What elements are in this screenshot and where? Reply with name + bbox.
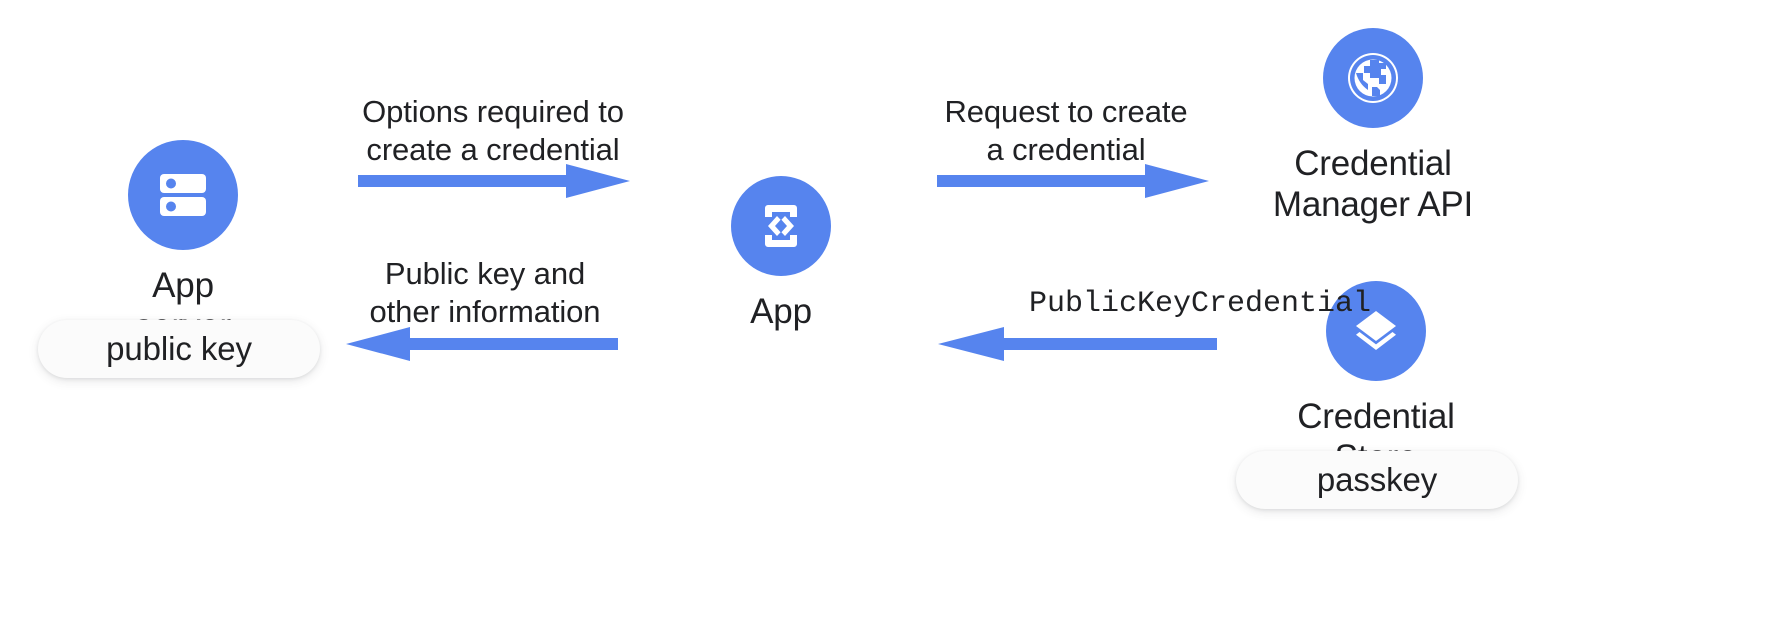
node-app-server: App server [103, 140, 263, 347]
arrow-right-icon [937, 164, 1209, 198]
arrow-left-icon [346, 327, 618, 361]
arrow-label-options-required: Options required to create a credential [362, 94, 624, 167]
arrow-public-key-response [338, 327, 618, 361]
chip-passkey-text: passkey [1316, 461, 1438, 498]
app-code-phone-icon [765, 205, 797, 247]
node-app: App [706, 176, 856, 333]
credential-store-icon-circle [1326, 281, 1426, 381]
arrow-right-icon [358, 164, 630, 198]
arrow-options-required [358, 164, 630, 198]
app-server-icon-circle [128, 140, 238, 250]
node-credential-manager-api: Credential Manager API [1255, 28, 1491, 225]
layers-stack-icon [1356, 311, 1396, 350]
credential-manager-icon-circle [1323, 28, 1423, 128]
node-credential-store: Credential Store [1262, 281, 1490, 478]
chip-passkey: passkey [1236, 451, 1518, 509]
credential-manager-api-label: Credential Manager API [1272, 144, 1474, 224]
app-label: App [750, 292, 812, 331]
arrow-left-icon [938, 327, 1217, 361]
arrow-request-to-create [937, 164, 1209, 198]
arrow-label-public-key-response: Public key and other information [369, 256, 601, 329]
chip-public-key: public key [38, 320, 320, 378]
arrow-label-request-to-create: Request to create a credential [944, 94, 1188, 167]
server-icon [160, 174, 206, 216]
arrow-public-key-credential [930, 327, 1217, 361]
chip-public-key-text: public key [106, 330, 252, 367]
app-icon-circle [731, 176, 831, 276]
arrow-label-public-key-credential: PublicKeyCredential [1028, 287, 1372, 321]
globe-icon [1348, 53, 1398, 103]
